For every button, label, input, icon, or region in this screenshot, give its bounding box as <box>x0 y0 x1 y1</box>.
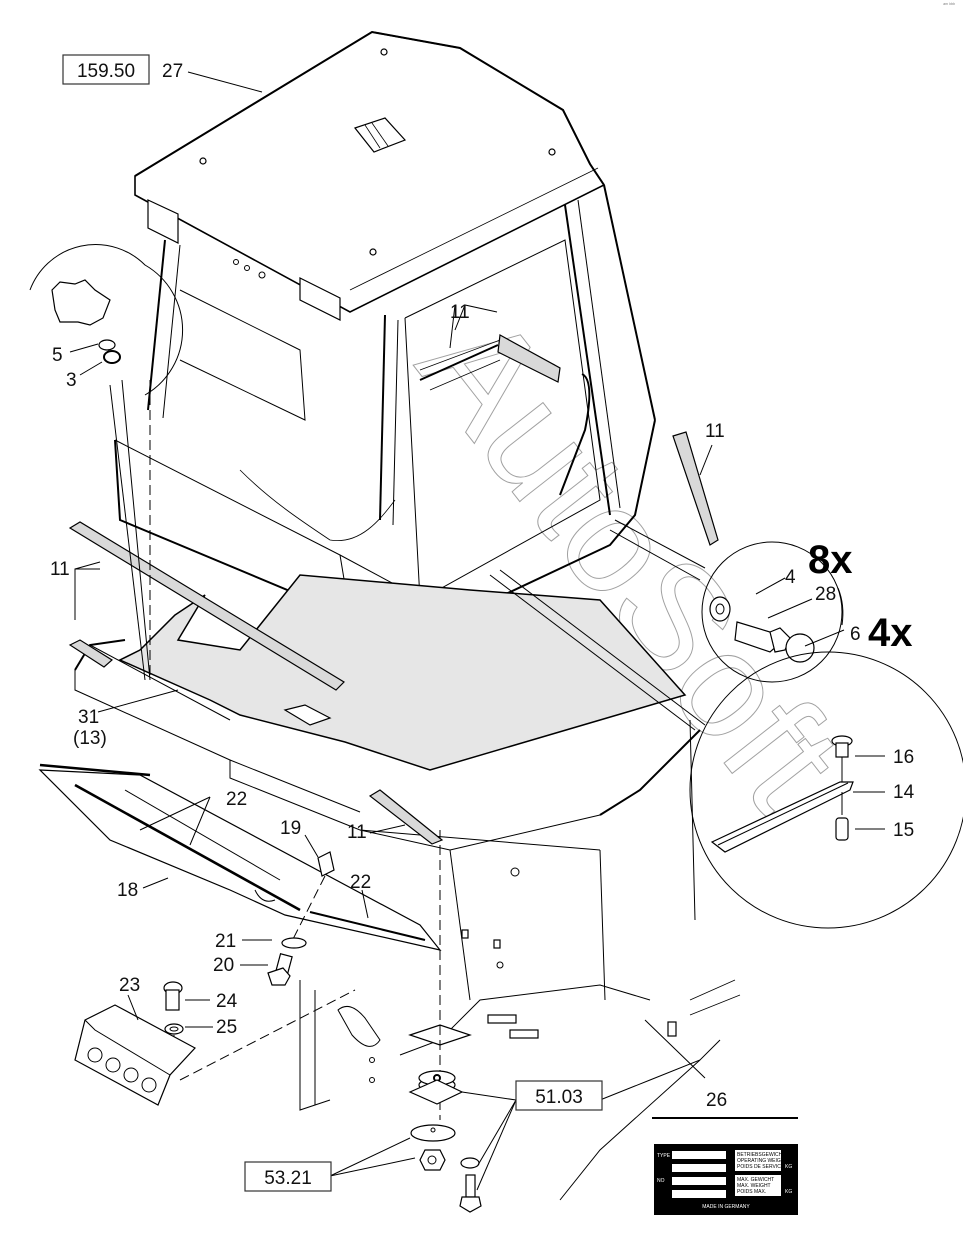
callout-24: 24 <box>216 991 238 1012</box>
svg-text:BETRIEBSGEWICHT: BETRIEBSGEWICHT <box>737 1152 785 1158</box>
quantity-4x: 4x <box>868 611 913 655</box>
quantity-8x: 8x <box>808 538 853 582</box>
callout-14: 14 <box>893 782 915 803</box>
svg-text:POIDS MAX.: POIDS MAX. <box>737 1189 766 1195</box>
svg-text:MADE IN GERMANY: MADE IN GERMANY <box>702 1204 750 1210</box>
ref-box-53-21[interactable]: 53.21 <box>244 1161 332 1192</box>
detail-circle-fasteners <box>29 244 184 681</box>
side-skirt <box>38 763 442 951</box>
hardware <box>74 851 356 1106</box>
svg-text:MAX. WEIGHT: MAX. WEIGHT <box>737 1183 771 1189</box>
callout-31: 31 <box>78 707 99 728</box>
ref-box-159-50[interactable]: 159.50 <box>62 54 150 85</box>
callout-6: 6 <box>850 624 861 645</box>
callout-21: 21 <box>215 931 236 952</box>
callout-26: 26 <box>706 1090 727 1111</box>
seal-strips <box>68 334 719 845</box>
callout-11-front: 11 <box>347 822 367 843</box>
detail-circle-bolts <box>609 519 843 683</box>
name-plate: TYPE NO BETRIEBSGEWICHT OPERATING WEIGHT… <box>654 1144 798 1215</box>
ref-box-51-03[interactable]: 51.03 <box>515 1080 603 1111</box>
leader-lines <box>69 71 885 1191</box>
callout-19: 19 <box>280 818 301 839</box>
svg-text:51.03: 51.03 <box>535 1087 583 1108</box>
callout-25: 25 <box>216 1017 237 1038</box>
svg-text:NO: NO <box>657 1178 665 1184</box>
callout-3: 3 <box>66 370 77 391</box>
svg-text:MAX. GEWICHT: MAX. GEWICHT <box>737 1177 774 1183</box>
callout-18: 18 <box>117 880 138 901</box>
cab-mount <box>408 830 482 1213</box>
callout-11-top: 11 <box>450 302 470 323</box>
callout-27: 27 <box>162 61 183 82</box>
callout-22-a: 22 <box>226 789 247 810</box>
callout-16: 16 <box>893 747 914 768</box>
callout-23: 23 <box>119 975 140 996</box>
platform <box>74 639 741 1201</box>
callout-20: 20 <box>213 955 234 976</box>
cab-roof <box>134 30 606 321</box>
cab-frame <box>114 184 656 627</box>
callout-11-left: 11 <box>50 559 70 580</box>
callout-labels: 27 5 3 11 11 11 11 31 (13) 4 28 6 16 14 … <box>50 61 915 1111</box>
svg-text:TYPE: TYPE <box>657 1153 671 1159</box>
detail-circle-bracket <box>489 569 963 929</box>
svg-text:KG: KG <box>785 1189 792 1195</box>
callout-15: 15 <box>893 820 914 841</box>
svg-text:KG: KG <box>785 1164 792 1170</box>
callout-11-right: 11 <box>705 421 725 442</box>
svg-text:OPERATING WEIGHT: OPERATING WEIGHT <box>737 1158 787 1164</box>
callout-28: 28 <box>815 584 836 605</box>
svg-text:159.50: 159.50 <box>77 61 135 82</box>
svg-text:53.21: 53.21 <box>264 1168 312 1189</box>
svg-text:POIDS DE SERVICE: POIDS DE SERVICE <box>737 1164 785 1170</box>
callout-5: 5 <box>52 345 63 366</box>
callout-13: (13) <box>73 728 107 749</box>
callout-4: 4 <box>785 567 796 588</box>
corner-mark: ᵃᵐ ᵇᵇᵇ <box>943 2 955 8</box>
callout-22-b: 22 <box>350 872 371 893</box>
